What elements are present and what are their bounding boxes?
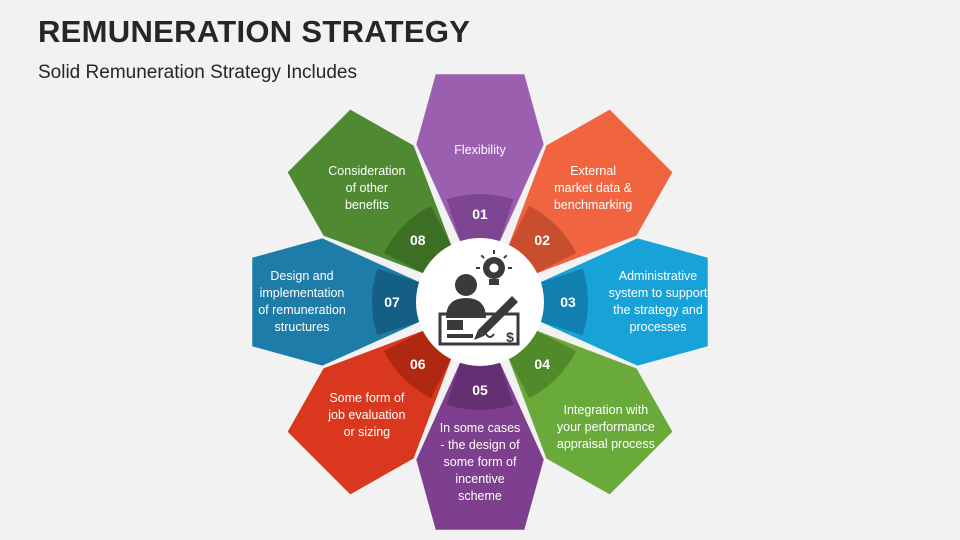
segment-label-05: In some cases - the design of some form …	[439, 420, 521, 503]
page-title: REMUNERATION STRATEGY	[38, 14, 471, 49]
center-circle	[416, 238, 544, 366]
page-subtitle: Solid Remuneration Strategy Includes	[38, 62, 357, 83]
segment-label-08: Consideration of other benefits	[328, 164, 406, 213]
segment-label-04: Integration with your performance apprai…	[556, 403, 655, 452]
segment-number: 04	[534, 356, 550, 372]
pen-icon	[474, 296, 518, 340]
segment-number: 05	[472, 382, 488, 398]
segment-ring	[372, 268, 422, 336]
segment-number: 06	[410, 356, 426, 372]
segment-label-06: Some form of job evaluation or sizing	[328, 390, 406, 439]
segment-ring	[446, 194, 514, 244]
lightbulb-icon	[476, 250, 512, 285]
segment-number: 07	[384, 294, 400, 310]
segment-07: 07	[252, 238, 422, 366]
segment-label-02: External market data & benchmarking	[553, 164, 633, 213]
segment-01: 01	[416, 74, 544, 244]
segment-03: 03	[538, 238, 708, 366]
segment-number: 02	[534, 232, 550, 248]
segment-label-03: Administrative system to support the str…	[608, 269, 708, 334]
segment-number: 08	[410, 232, 426, 248]
segment-ring	[446, 360, 514, 411]
segment-number: 01	[472, 206, 488, 222]
segment-05: 05	[416, 360, 544, 530]
dollar-sign-icon: $	[506, 329, 514, 345]
segment-label-01: Flexibility	[454, 142, 506, 157]
segment-label-07: Design and implementation of remuneratio…	[258, 269, 346, 334]
segment-number: 03	[560, 294, 576, 310]
segment-ring	[538, 268, 588, 336]
